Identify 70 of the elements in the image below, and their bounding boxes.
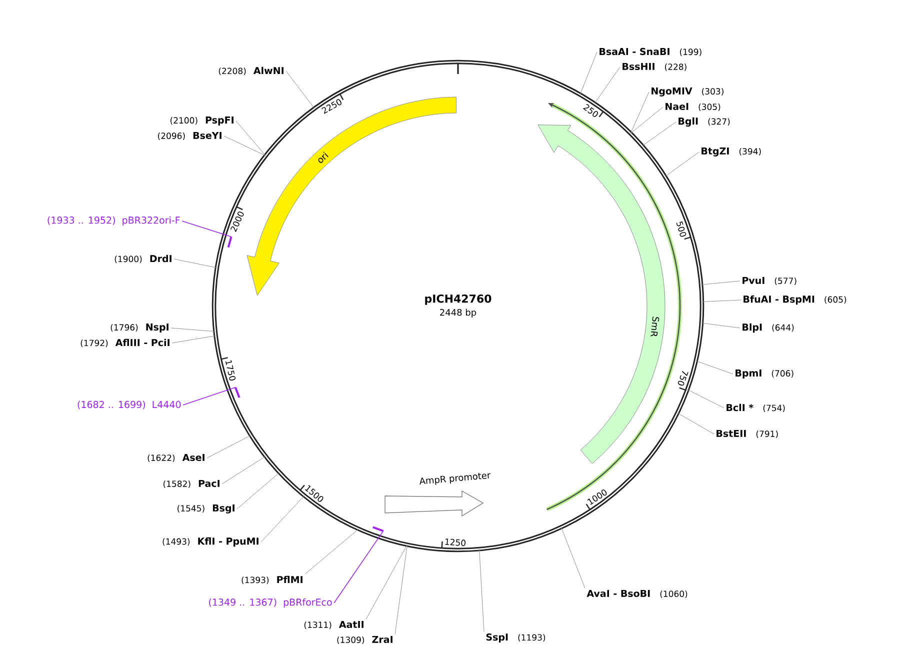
primer-mark [227,236,232,248]
node-label: AmpR promoter [420,472,490,485]
leader-line [182,220,232,238]
site-label: (1393) PflMI [242,576,302,584]
site-label: BglI (327) [678,117,730,127]
site-label: BpmI (706) [736,370,794,378]
leader-line [260,495,305,542]
leader-line [630,106,664,134]
leader-line [170,328,216,332]
site-label: BlpI (644) [742,323,794,333]
leader-line [182,386,236,406]
leader-line [630,92,650,134]
site-label: (1900) DrdI [114,254,172,264]
site-label: (1622) AseI [148,454,204,462]
primer-label: (1349 .. 1367) pBRforEco [209,598,332,608]
tick-label: 2000 [230,212,244,232]
leader-line [206,435,252,458]
tick-label: 750 [678,370,688,386]
site-label: BfuAI - BspMI (605) [744,295,846,305]
leader-line [304,528,360,574]
site-label: (1493) KflI - PpuMI [162,537,258,547]
site-label: BstEII (791) [716,430,778,438]
leader-line [334,530,384,604]
primer-label: (1682 .. 1699) L4440 [78,400,181,410]
site-label: (1792) AflIII - PciI [80,338,170,348]
site-label: (1545) BsgI [178,504,234,514]
leader-line [664,152,700,177]
primer-mark [372,526,384,532]
leader-line [677,412,714,434]
leader-line [642,122,676,146]
site-label: BtgZI (394) [702,148,761,156]
leader-line [560,526,586,589]
tick-label: 1250 [445,538,466,546]
tick-label: 250 [583,104,598,117]
primer-mark [234,386,240,398]
site-label: BssHII (228) [622,62,686,71]
leader-line [224,136,266,156]
site-label: NaeI (305) [666,102,720,111]
leader-line [700,280,740,285]
site-label: SspI (1193) [486,633,546,642]
site-label: (2208) AlwNI [218,66,284,76]
site-label: (1309) ZraI [337,636,392,644]
leader-line [479,548,484,632]
leader-line [174,258,218,268]
leader-line [286,70,315,109]
tick-label: 500 [676,221,686,237]
leader-line [580,52,598,95]
leader-line [236,120,266,156]
leader-line [594,66,620,104]
site-label: BsaAI - SnaBI (199) [600,48,702,56]
leader-line [394,544,408,634]
leader-line [366,544,408,620]
site-label: (1796) NspI [110,324,168,332]
site-label: (2096) BseYI [158,132,222,140]
site-label: NgoMIV (303) [652,88,724,96]
leader-line [172,335,216,344]
leader-line [702,300,742,302]
site-label: BclI * (754) [726,404,785,412]
leader-line [687,389,724,408]
site-label: (2100) PspFI [170,116,234,126]
site-label: (1582) PacI [164,480,220,488]
leader-line [236,472,280,510]
primer-label: (1933 .. 1952) pBR322ori-F [48,216,180,226]
site-label: (1311) AatII [304,620,364,629]
leader-line [222,456,266,484]
site-label: PvuI (577) [742,276,796,285]
site-label: AvaI - BsoBI (1060) [586,590,688,598]
tick-label: 1750 [225,360,236,381]
leader-line [696,360,734,374]
leader-line [701,322,740,328]
